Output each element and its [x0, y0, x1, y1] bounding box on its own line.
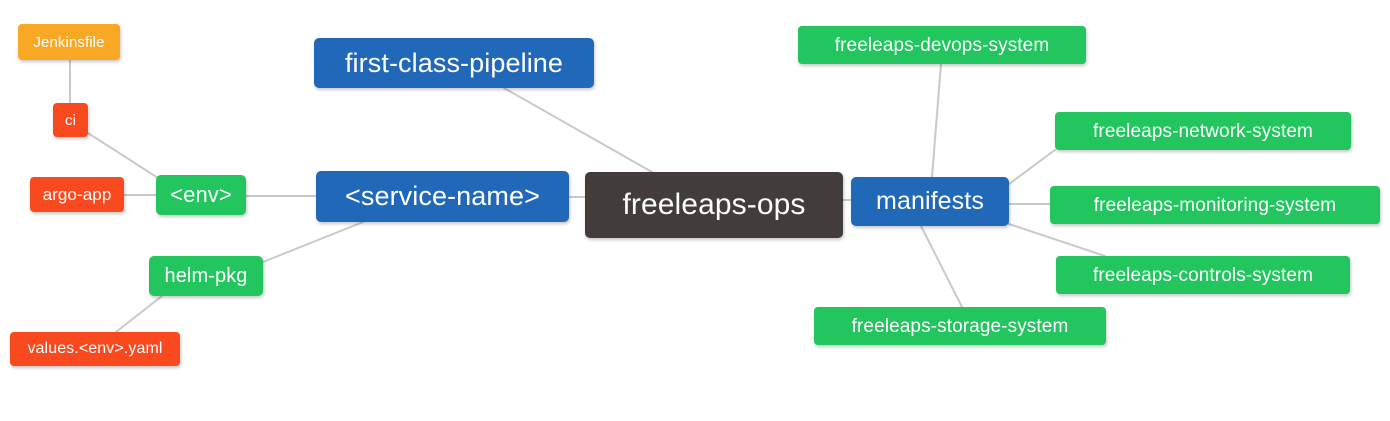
node-label-ci: ci: [64, 111, 77, 129]
node-values-yaml[interactable]: values.<env>.yaml: [10, 332, 180, 366]
node-jenkinsfile[interactable]: Jenkinsfile: [18, 24, 120, 60]
node-freeleaps-devops-system[interactable]: freeleaps-devops-system: [798, 26, 1086, 64]
edge-service-name-helm-pkg: [262, 221, 364, 263]
node-label-freeleaps-storage-system: freeleaps-storage-system: [851, 315, 1069, 337]
node-label-jenkinsfile: Jenkinsfile: [33, 33, 105, 51]
node-label-service-name: <service-name>: [345, 181, 540, 211]
edge-ci-env: [87, 132, 159, 179]
node-label-freeleaps-network-system: freeleaps-network-system: [1093, 120, 1313, 142]
node-label-first-class-pipeline: first-class-pipeline: [344, 47, 564, 78]
node-ci[interactable]: ci: [53, 103, 88, 137]
edge-manifests-storage: [920, 225, 963, 308]
node-service-name[interactable]: <service-name>: [316, 171, 569, 222]
node-freeleaps-ops[interactable]: freeleaps-ops: [585, 172, 843, 238]
node-label-env: <env>: [170, 182, 232, 207]
node-freeleaps-storage-system[interactable]: freeleaps-storage-system: [814, 307, 1106, 345]
node-freeleaps-network-system[interactable]: freeleaps-network-system: [1055, 112, 1351, 150]
edge-pipeline-ops: [503, 87, 653, 173]
node-first-class-pipeline[interactable]: first-class-pipeline: [314, 38, 594, 88]
node-manifests[interactable]: manifests: [851, 177, 1009, 226]
node-argo-app[interactable]: argo-app: [30, 177, 124, 212]
node-label-helm-pkg: helm-pkg: [164, 265, 248, 287]
edge-manifests-controls: [1008, 223, 1106, 257]
node-label-values-yaml: values.<env>.yaml: [27, 340, 163, 357]
edge-helm-pkg-values-yaml: [115, 295, 163, 333]
node-label-freeleaps-devops-system: freeleaps-devops-system: [834, 34, 1050, 56]
node-label-freeleaps-monitoring-system: freeleaps-monitoring-system: [1093, 194, 1337, 216]
node-helm-pkg[interactable]: helm-pkg: [149, 256, 263, 296]
node-label-freeleaps-ops: freeleaps-ops: [622, 188, 806, 221]
node-freeleaps-controls-system[interactable]: freeleaps-controls-system: [1056, 256, 1350, 294]
node-label-argo-app: argo-app: [42, 185, 112, 204]
node-label-freeleaps-controls-system: freeleaps-controls-system: [1092, 264, 1314, 286]
node-label-manifests: manifests: [876, 187, 984, 215]
edge-manifests-network: [1008, 149, 1056, 185]
node-env[interactable]: <env>: [156, 175, 246, 215]
edge-manifests-devops: [931, 63, 942, 178]
node-freeleaps-monitoring-system[interactable]: freeleaps-monitoring-system: [1050, 186, 1380, 224]
